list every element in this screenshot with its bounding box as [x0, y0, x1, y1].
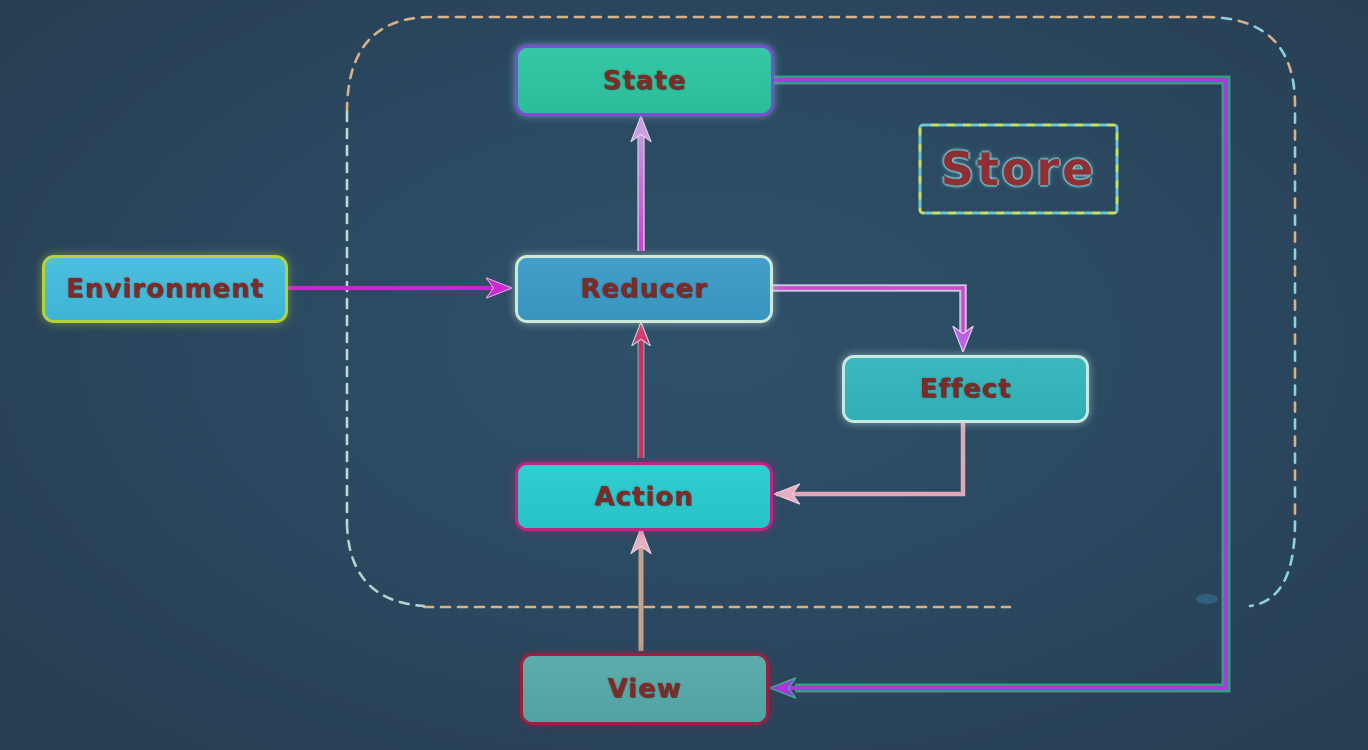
- store-boundary-right-tan: [1203, 15, 1297, 524]
- connector-effect-to-action: [776, 418, 966, 494]
- store-boundary-bottom-right-corner: [1248, 520, 1297, 608]
- node-environment: Environment: [42, 255, 288, 323]
- store-boundary: [345, 15, 1297, 609]
- store-label: Store: [940, 142, 1097, 196]
- store-boundary-top: [345, 15, 1207, 114]
- node-effect: Effect: [842, 355, 1089, 423]
- store-label-border: [918, 123, 1119, 215]
- ink-smudge: [1196, 594, 1218, 604]
- connector-reducer-to-effect-casing: [770, 284, 967, 338]
- node-reducer: Reducer: [515, 255, 773, 323]
- node-action: Action: [515, 462, 773, 531]
- store-boundary-bottom-left-corner: [345, 522, 426, 608]
- node-state: State: [515, 45, 774, 116]
- connector-state-to-view: [769, 78, 1228, 688]
- node-view: View: [520, 653, 769, 725]
- store-boundary-right-cyan: [1203, 15, 1297, 524]
- connector-reducer-to-effect: [770, 286, 963, 350]
